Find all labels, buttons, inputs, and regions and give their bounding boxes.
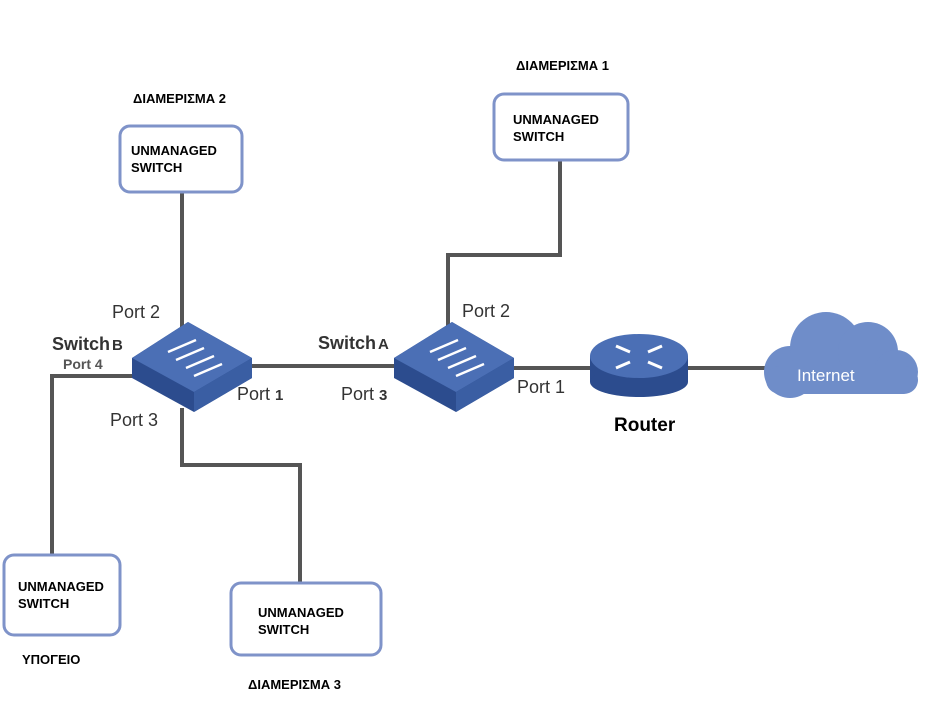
switch-b-letter: B	[112, 337, 123, 354]
unmanaged-label-line2: SWITCH	[18, 596, 69, 611]
switch-arrows-icon	[167, 338, 223, 378]
router-label: Router	[614, 415, 676, 436]
switch-b-name: Switch	[52, 334, 110, 354]
switch-a-device	[394, 322, 514, 412]
unmanaged-label-line1: UNMANAGED	[513, 112, 599, 127]
switch-a-port1: Port 1	[517, 377, 565, 397]
switch-b-port4: Port 4	[63, 356, 103, 372]
internet-cloud-icon	[764, 312, 918, 398]
switch-b-port1: Port 1	[237, 384, 283, 404]
label-basement: ΥΠΟΓΕΙΟ	[22, 652, 80, 667]
link-switcha-apt1	[446, 160, 562, 326]
label-apartment-1: ΔΙΑΜΕΡΙΣΜΑ 1	[516, 58, 609, 73]
switch-a-port3: Port 3	[341, 384, 387, 404]
unmanaged-label-line1: UNMANAGED	[18, 579, 104, 594]
unmanaged-label-line2: SWITCH	[513, 129, 564, 144]
switch-b-port1-num: 1	[275, 387, 283, 404]
unmanaged-label-line2: SWITCH	[258, 622, 309, 637]
switch-b-port3: Port 3	[110, 410, 158, 430]
unmanaged-label-line1: UNMANAGED	[131, 143, 217, 158]
label-apartment-3: ΔΙΑΜΕΡΙΣΜΑ 3	[248, 677, 341, 692]
switch-arrows-icon	[429, 338, 485, 378]
switch-a-name: Switch	[318, 333, 376, 353]
switch-b-port2: Port 2	[112, 302, 160, 322]
switch-a-port2: Port 2	[462, 301, 510, 321]
unmanaged-label-line1: UNMANAGED	[258, 605, 344, 620]
internet-label: Internet	[797, 366, 855, 385]
unmanaged-switch-apt3: UNMANAGED SWITCH	[229, 581, 383, 657]
connections	[50, 160, 766, 583]
switch-b-port1-text: Port	[237, 384, 275, 404]
switch-b-device	[132, 322, 252, 412]
router-arrows-icon	[615, 344, 663, 370]
link-switchb-apt3	[180, 408, 302, 583]
unmanaged-switch-apt1: UNMANAGED SWITCH	[492, 92, 630, 162]
switch-a-letter: A	[378, 336, 389, 353]
switch-a-port3-num: 3	[379, 387, 387, 404]
unmanaged-label-line2: SWITCH	[131, 160, 182, 175]
link-switchb-basement	[50, 374, 140, 555]
switch-a-port3-text: Port	[341, 384, 379, 404]
unmanaged-switch-apt2: UNMANAGED SWITCH	[118, 124, 244, 194]
router-device	[590, 334, 688, 397]
label-apartment-2: ΔΙΑΜΕΡΙΣΜΑ 2	[133, 91, 226, 106]
unmanaged-switch-basement: UNMANAGED SWITCH	[2, 553, 122, 637]
